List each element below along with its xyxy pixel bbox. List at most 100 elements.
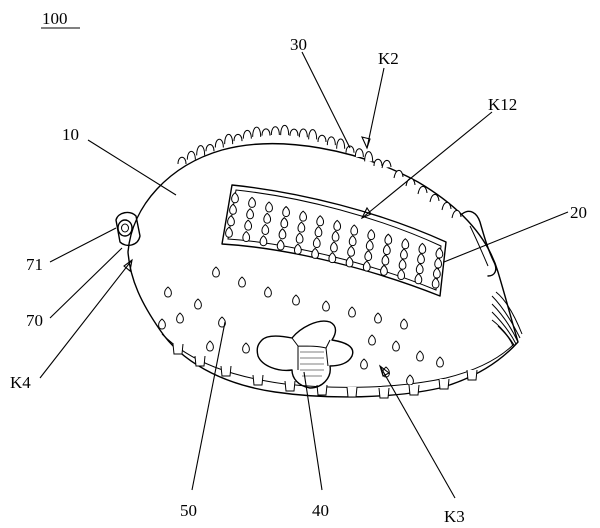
label-50: 50 <box>180 501 197 520</box>
cross-opening-outline <box>256 320 354 389</box>
side-nub <box>416 350 424 362</box>
side-nub <box>218 316 226 328</box>
side-nub <box>292 294 300 306</box>
rim-tooth <box>316 384 328 396</box>
pad-nub <box>311 247 319 259</box>
pad-nub <box>418 242 427 254</box>
pad-nub <box>398 258 407 270</box>
arrow-K12 <box>360 206 372 220</box>
pad-nub <box>231 192 239 204</box>
rim-tooth <box>438 378 450 390</box>
pad-nub <box>280 217 289 229</box>
pad-nub <box>350 224 359 236</box>
pad-nub <box>261 223 270 235</box>
ridge-tooth <box>298 128 308 138</box>
arrow-K2 <box>361 136 371 150</box>
leader-71 <box>49 227 117 263</box>
ridge-tooth <box>326 136 336 146</box>
ridge-tooth <box>364 151 374 162</box>
back-bump <box>393 169 404 179</box>
pad-nub <box>400 248 408 260</box>
pad-nub <box>415 263 424 275</box>
cross-opening <box>256 320 354 389</box>
pad-nub <box>248 196 256 208</box>
ridge-tooth <box>186 150 196 160</box>
side-nub <box>436 356 444 368</box>
ridge-tooth <box>280 124 290 136</box>
side-nub <box>176 312 184 324</box>
side-nub <box>360 358 368 370</box>
pad-nub <box>433 267 441 279</box>
ridge-tooth <box>177 156 187 165</box>
side-nub <box>206 340 214 352</box>
pad-nub <box>348 234 357 247</box>
pad-nub <box>282 205 290 218</box>
back-bump <box>429 193 440 203</box>
pad-nub <box>417 252 425 265</box>
leader-40 <box>303 371 323 491</box>
back-bump <box>441 201 452 211</box>
pad-nub <box>364 249 373 262</box>
pad-nub <box>263 212 272 224</box>
pad-nub <box>328 251 337 264</box>
ridge-tooth <box>196 145 206 156</box>
pad-nub <box>333 219 342 231</box>
leader-20 <box>443 211 569 263</box>
pad-nub <box>225 226 233 238</box>
ridge-tooth <box>205 144 215 152</box>
side-nub <box>164 286 172 298</box>
pad-nub <box>345 256 354 268</box>
ridge-tooth <box>336 138 346 149</box>
pad-nub <box>316 215 325 227</box>
pad-nub <box>397 268 406 281</box>
pad-nub <box>295 232 304 244</box>
pad-nub <box>401 238 410 250</box>
pad-nub <box>434 257 442 269</box>
pad-nub <box>431 277 440 289</box>
rim-tooth <box>220 365 232 377</box>
pad-nub <box>265 201 273 213</box>
pad-nub <box>299 210 307 222</box>
label-K4: K4 <box>10 373 31 392</box>
leader-K3 <box>379 365 456 499</box>
side-nub <box>322 300 330 312</box>
ridge-tooth <box>242 129 252 139</box>
tail-fin-inner <box>469 225 489 267</box>
pad-nub <box>229 203 237 215</box>
pad-nub <box>381 254 390 266</box>
side-nubs <box>158 266 444 386</box>
side-nub <box>194 298 202 310</box>
cross-opening-hatching <box>300 351 324 377</box>
back-ridge-bumps <box>381 159 462 219</box>
ridge-tooth <box>261 128 271 136</box>
leader-K12 <box>361 111 493 219</box>
pad-nubs <box>225 192 444 289</box>
label-40: 40 <box>312 501 329 520</box>
bristle-tuft <box>491 291 523 347</box>
pad-nub <box>380 264 388 276</box>
ridge-tooth <box>214 138 224 148</box>
pad-nub <box>242 230 251 242</box>
leader-K4 <box>39 259 133 379</box>
connector-button <box>115 211 141 247</box>
label-20: 20 <box>570 203 587 222</box>
device-body-outline <box>127 143 519 398</box>
ridge-tooth <box>345 145 355 153</box>
ridge-tooth <box>354 148 364 157</box>
rim-tooth <box>194 355 206 367</box>
rim-tooth <box>408 384 420 396</box>
cleaning-pad-frame <box>221 184 447 297</box>
pad-nub <box>276 239 285 251</box>
label-70: 70 <box>26 311 43 330</box>
leader-30 <box>301 51 351 149</box>
back-bump <box>381 159 392 169</box>
side-nub <box>238 276 246 288</box>
top-ridge-teeth <box>177 124 383 167</box>
ridge-tooth <box>224 133 234 145</box>
cross-opening-inner-wall <box>291 337 331 370</box>
ridge-tooth <box>270 126 280 136</box>
rim-tooth <box>284 380 296 392</box>
leader-50 <box>191 321 226 491</box>
